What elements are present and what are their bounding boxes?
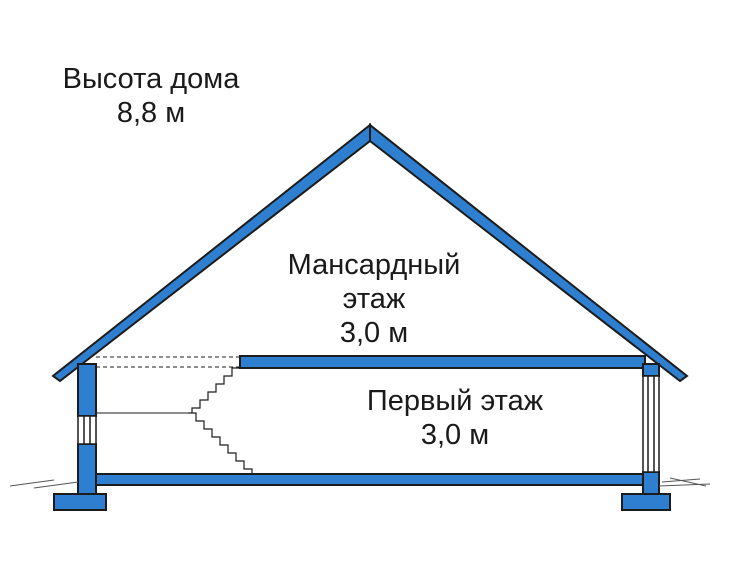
left-window xyxy=(77,415,97,445)
attic-floor-name-line2: этаж xyxy=(342,283,406,316)
roof-right-slope xyxy=(369,122,689,383)
attic-floor-label: Мансардный этаж 3,0 м xyxy=(252,248,496,351)
first-floor-name: Первый этаж xyxy=(366,385,544,417)
house-height-label: Высота дома 8,8 м xyxy=(36,62,266,130)
attic-opening-dashed xyxy=(96,356,240,368)
staircase xyxy=(188,367,262,475)
attic-floor-height: 3,0 м xyxy=(339,317,409,350)
left-wall-upper xyxy=(77,363,97,417)
first-floor-label: Первый этаж 3,0 м xyxy=(335,384,575,452)
attic-floor-name-line1: Мансардный xyxy=(287,249,461,281)
right-wall-lower xyxy=(642,471,660,495)
right-window xyxy=(642,375,660,473)
attic-floor-slab xyxy=(239,355,646,369)
right-wall-cap xyxy=(642,363,660,377)
left-wall-lower xyxy=(77,443,97,495)
right-footing xyxy=(621,493,671,511)
first-floor-height: 3,0 м xyxy=(420,419,490,452)
house-height-title: Высота дома xyxy=(62,63,240,95)
ground-line xyxy=(9,477,711,489)
house-height-value: 8,8 м xyxy=(116,97,186,130)
left-footing xyxy=(53,493,107,511)
first-floor-slab xyxy=(79,473,648,486)
